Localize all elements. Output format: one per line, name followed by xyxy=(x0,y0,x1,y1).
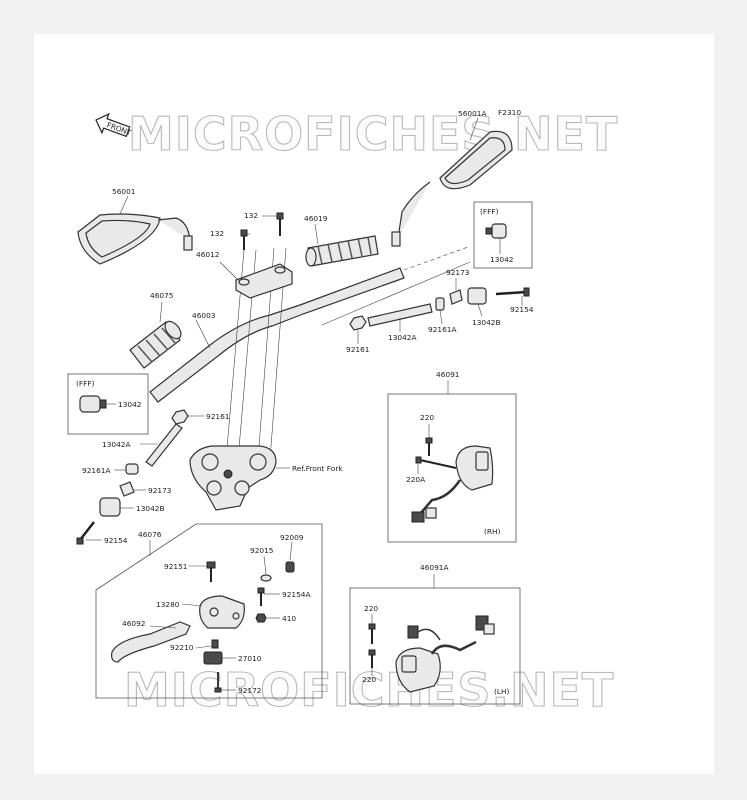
nut-92161-right xyxy=(349,315,367,331)
spacer-92161A-right xyxy=(435,297,445,311)
rh-switch-housing xyxy=(411,445,494,523)
ref-front-fork-note: Ref.Front Fork xyxy=(292,464,343,473)
label-92172: 92172 xyxy=(238,686,262,695)
label-13042-left: 13042 xyxy=(118,400,142,409)
label-56001A: 56001A xyxy=(458,109,487,118)
label-46075: 46075 xyxy=(150,291,174,300)
label-46019: 46019 xyxy=(304,214,328,223)
fff-box-left xyxy=(67,373,149,435)
left-grip xyxy=(129,320,182,369)
bolt-92151 xyxy=(206,561,216,582)
label-46076: 46076 xyxy=(138,530,162,539)
label-13280: 13280 xyxy=(156,600,180,609)
handlebar-holder xyxy=(235,263,293,299)
screw-220-lh-lower xyxy=(368,649,376,668)
lh-switch-box xyxy=(349,587,521,705)
lever-holder-13280 xyxy=(199,595,245,629)
label-13042A-left: 13042A xyxy=(102,440,131,449)
bar-end-weight-13042B-right xyxy=(467,287,487,305)
label-92173-right: 92173 xyxy=(446,268,470,277)
bolt-92154-left xyxy=(76,521,95,545)
figure-code: F2310 xyxy=(498,108,521,117)
watermark-bottom: MICROFICHES.NET xyxy=(124,663,614,717)
label-56001: 56001 xyxy=(112,187,136,196)
fff-label-left: (FFF) xyxy=(76,379,95,388)
label-13042B-right: 13042B xyxy=(472,318,501,327)
pin-92210 xyxy=(211,639,219,649)
label-132-left: 132 xyxy=(210,229,224,238)
label-92009: 92009 xyxy=(280,533,304,542)
bar-end-weight-fff-left xyxy=(79,395,107,413)
fff-box-right xyxy=(473,201,533,269)
label-13042B-left: 13042B xyxy=(136,504,165,513)
lh-switch-housing xyxy=(395,615,495,693)
nut-410 xyxy=(255,613,267,623)
left-mirror xyxy=(77,213,193,265)
label-13042A-right: 13042A xyxy=(388,333,417,342)
label-220A-rh: 220A xyxy=(406,475,425,484)
upper-fork-bracket xyxy=(189,445,277,511)
throttle-grip xyxy=(305,235,379,267)
label-46091: 46091 xyxy=(436,370,460,379)
holder-bolt-132-left xyxy=(240,229,248,250)
label-92151: 92151 xyxy=(164,562,188,571)
right-mirror xyxy=(391,130,513,247)
washer-92015 xyxy=(260,574,272,582)
weight-sleeve-92173-left xyxy=(119,481,135,497)
watermark-top: MICROFICHES.NET xyxy=(128,107,618,161)
label-92161A-left: 92161A xyxy=(82,466,111,475)
rh-label: (RH) xyxy=(484,527,501,536)
weight-rod-13042A-left xyxy=(145,423,183,467)
label-220-lh-lower: 220 xyxy=(362,675,376,684)
bolt-92154-right xyxy=(495,287,530,297)
bar-end-weight-13042B-left xyxy=(99,497,121,517)
rh-switch-box xyxy=(387,393,517,543)
weight-rod-13042A-right xyxy=(367,303,433,327)
lh-label: (LH) xyxy=(494,687,510,696)
label-92161-left: 92161 xyxy=(206,412,230,421)
label-92173-left: 92173 xyxy=(148,486,172,495)
label-92015: 92015 xyxy=(250,546,274,555)
label-46003: 46003 xyxy=(192,311,216,320)
label-13042-right: 13042 xyxy=(490,255,514,264)
spacer-92161A-left xyxy=(125,463,139,475)
clutch-lever-box xyxy=(95,523,323,699)
label-92161A-right: 92161A xyxy=(428,325,457,334)
label-46091A: 46091A xyxy=(420,563,449,572)
adjuster-92009 xyxy=(285,561,295,573)
label-410: 410 xyxy=(282,614,296,623)
label-92210: 92210 xyxy=(170,643,194,652)
label-132-right: 132 xyxy=(244,211,258,220)
fff-label-right: (FFF) xyxy=(480,207,499,216)
screw-220A-rh xyxy=(415,456,457,469)
bar-end-weight-fff-right xyxy=(485,223,507,239)
label-92154A: 92154A xyxy=(282,590,311,599)
label-46012: 46012 xyxy=(196,250,220,259)
switch-27010 xyxy=(203,651,223,665)
label-220-lh-upper: 220 xyxy=(364,604,378,613)
label-92154-right: 92154 xyxy=(510,305,534,314)
nut-92161-left xyxy=(171,409,189,425)
label-220-rh: 220 xyxy=(420,413,434,422)
weight-sleeve-92173-right xyxy=(449,289,463,305)
bolt-92154A xyxy=(257,587,265,606)
clutch-lever-46092 xyxy=(111,621,191,663)
label-92154-left: 92154 xyxy=(104,536,128,545)
label-46092: 46092 xyxy=(122,619,146,628)
label-27010: 27010 xyxy=(238,654,262,663)
label-92161-right: 92161 xyxy=(346,345,370,354)
handlebar xyxy=(149,267,405,403)
